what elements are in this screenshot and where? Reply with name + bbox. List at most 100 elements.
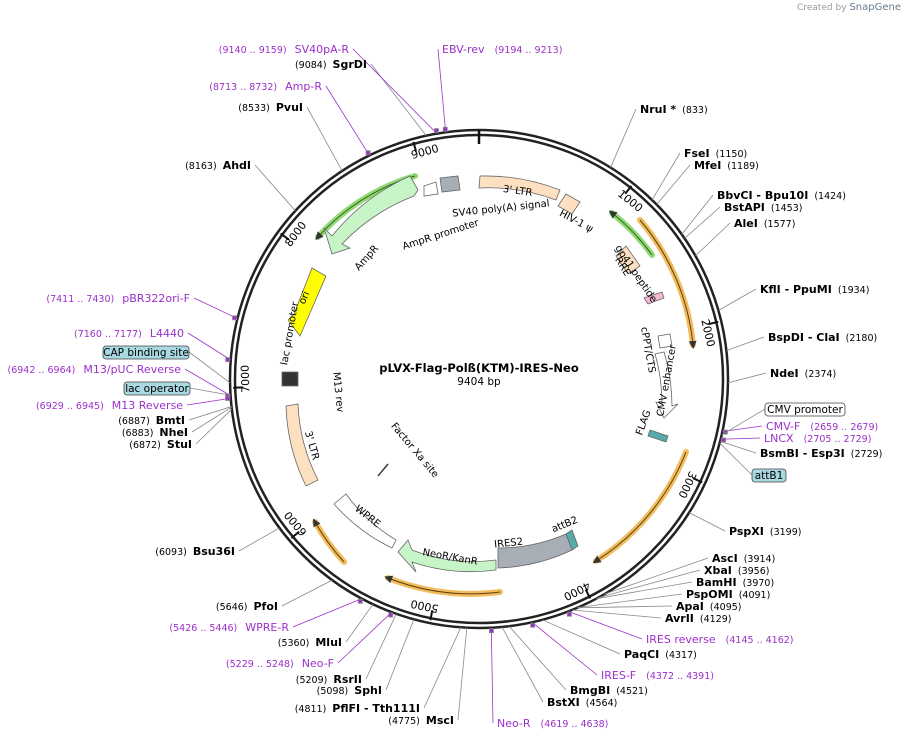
site-label: (8533)PvuI (238, 101, 303, 114)
site-leader (508, 625, 567, 691)
site-leader (681, 194, 714, 235)
primer-range: (6929 .. 6945) (36, 401, 104, 412)
primer-leader (337, 611, 392, 664)
site-name: NdeI (770, 367, 799, 380)
primer-name: EBV-rev (442, 43, 485, 56)
site-leader (718, 288, 757, 311)
box-leader (189, 387, 231, 396)
site-label: BspDI - ClaI(2180) (768, 331, 877, 344)
plasmid-name: pLVX-Flag-Polß(KTM)-IRES-Neo (379, 361, 579, 375)
feature-box (123, 381, 191, 396)
site-pos: (3199) (770, 527, 802, 538)
site-name: AscI (712, 552, 738, 565)
highlight-arc-2 (593, 449, 689, 564)
primer-mark (434, 128, 439, 134)
site-pos: (6872) (129, 440, 161, 451)
site-name: NheI (159, 426, 188, 439)
site-leader (571, 609, 662, 619)
site-leader (726, 336, 765, 351)
primer-range: (5426 .. 5446) (169, 623, 237, 634)
site-label: AvrII(4129) (665, 612, 732, 625)
primer-name: Neo-R (497, 717, 531, 730)
feature-factor-xa (377, 463, 389, 477)
site-name: PspOMI (686, 588, 733, 601)
site-leader (577, 605, 673, 609)
tick-mark (692, 477, 703, 484)
primer-leader (186, 397, 231, 406)
tick-mark (429, 610, 434, 621)
site-leader (254, 164, 296, 212)
site-leader (688, 512, 726, 532)
feature-shapes (281, 175, 679, 573)
primer-leader (193, 297, 238, 319)
site-name: BmgBI (570, 684, 610, 697)
primer-label: (6942 .. 6964)M13/pUC Reverse (8, 363, 182, 376)
primer-name: Neo-F (302, 657, 334, 670)
site-name: XbaI (704, 564, 732, 577)
site-label: (6887)BmtI (118, 414, 185, 427)
primer-name: M13 Reverse (112, 399, 183, 412)
feature-label-m13rev: M13 rev (330, 372, 345, 414)
site-name: StuI (167, 438, 192, 451)
site-pos: (1424) (814, 191, 846, 202)
feature-3ltr-bottom (285, 403, 319, 487)
feature-ori (287, 267, 327, 337)
site-label: AscI(3914) (712, 552, 775, 565)
site-label: BmgBI (4521) (570, 684, 648, 697)
site-leader (695, 222, 731, 257)
primer-name: IRES-F (601, 669, 636, 682)
primer-label: IRES-F (4372 .. 4391) (601, 669, 714, 682)
primer-label: LNCX(2705 .. 2729) (764, 432, 871, 445)
site-label: MfeI(1189) (694, 159, 759, 172)
site-pos: (4521) (616, 686, 648, 697)
site-name: PfoI (254, 600, 279, 613)
primer-label: IRES reverse(4145 .. 4162) (646, 633, 794, 646)
primer-name: LNCX (764, 432, 794, 445)
site-pos: (4317) (665, 650, 697, 661)
primer-leader (490, 627, 494, 724)
site-name: SgrDI (333, 58, 367, 71)
feature-gp41 (643, 291, 665, 305)
snapgene-watermark: Created by SnapGene (797, 2, 901, 13)
primer-name: L4440 (150, 327, 184, 340)
site-name: BmtI (156, 414, 185, 427)
tick-marks (233, 130, 719, 621)
primer-range: (6942 .. 6964) (8, 365, 76, 376)
feature-flag (647, 429, 669, 443)
site-label: (4775)MscI (388, 714, 454, 727)
primer-mark (232, 315, 237, 321)
tick-mark (708, 320, 719, 326)
primer-label: (6929 .. 6945) M13 Reverse (36, 399, 183, 412)
site-pos: (4095) (710, 602, 742, 613)
site-name: BspDI - ClaI (768, 331, 840, 344)
site-leader (191, 406, 232, 433)
site-leader (306, 106, 343, 172)
feature-sv40 (439, 175, 461, 193)
site-label: PspOMI(4091) (686, 588, 770, 601)
site-name: AleI (734, 217, 758, 230)
primer-range: (4372 .. 4391) (646, 671, 714, 682)
site-leader (370, 63, 427, 136)
feature-cppt (657, 333, 673, 349)
site-leader (597, 569, 701, 599)
site-name: BamHI (696, 576, 737, 589)
snapgene-logo: SnapGene (849, 2, 901, 13)
primer-label: (5229 .. 5248)Neo-F (226, 657, 334, 670)
feature-box-label: attB1 (755, 470, 784, 482)
site-pos: (4564) (586, 698, 618, 709)
primer-mark (530, 622, 536, 628)
site-label: PspXI(3199) (729, 525, 801, 538)
tick-mark (584, 589, 592, 599)
feature-label-sv40: SV40 poly(A) signal (452, 198, 550, 219)
feature-box (751, 468, 787, 483)
site-name: MscI (426, 714, 454, 727)
site-name: SphI (354, 684, 382, 697)
feature-rre (615, 245, 641, 275)
site-name: BbvCI - Bpu10I (717, 189, 808, 202)
feature-box-label: CAP binding site (103, 347, 189, 359)
primer-name: pBR322ori-F (122, 292, 190, 305)
feature-3ltr-top (478, 175, 561, 201)
site-leader (603, 557, 709, 595)
primer-leader (531, 621, 598, 676)
tick-label: 4000 (562, 579, 593, 603)
